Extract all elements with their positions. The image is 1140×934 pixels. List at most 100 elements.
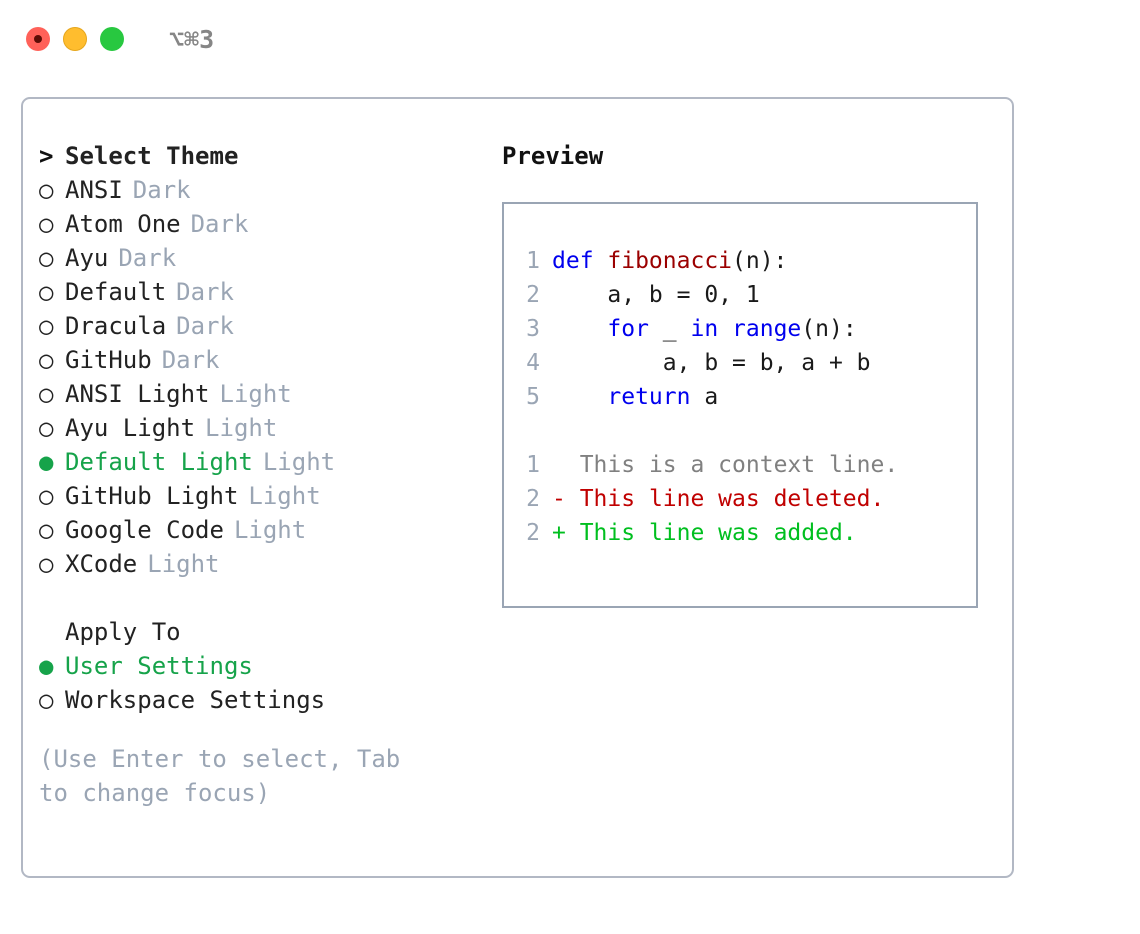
code-token-pn: (n): xyxy=(732,248,788,274)
radio-unselected-icon: ○ xyxy=(39,346,54,374)
diff-line: 2- This line was deleted. xyxy=(504,482,976,516)
radio-unselected-icon: ○ xyxy=(39,312,54,340)
diff-sign: + xyxy=(552,520,566,546)
keyboard-shortcut-label: ⌥⌘3 xyxy=(169,24,215,54)
theme-option-ansi[interactable]: ○ ANSI Dark xyxy=(39,176,489,210)
code-line-number: 2 xyxy=(526,282,540,308)
theme-variant-badge: Light xyxy=(205,414,278,442)
preview-title: Preview xyxy=(502,142,604,170)
diff-line: 1 This is a context line. xyxy=(504,448,976,482)
code-line: 5 return a xyxy=(504,380,976,414)
code-line-number: 3 xyxy=(526,316,540,342)
code-line-text: a, b = b, a + b xyxy=(552,346,871,380)
code-line: 3 for _ in range(n): xyxy=(504,312,976,346)
radio-selected-icon: ● xyxy=(39,652,54,680)
maximize-button[interactable] xyxy=(100,27,124,51)
code-token-pn xyxy=(552,316,607,342)
list-spacer xyxy=(39,584,489,618)
radio-unselected-icon: ○ xyxy=(39,550,54,578)
diff-line-text: This line was deleted. xyxy=(565,486,885,512)
code-line-text: for _ in range(n): xyxy=(552,312,857,346)
theme-option-label: GitHub xyxy=(65,346,152,374)
theme-option-label: ANSI Light xyxy=(65,380,210,408)
radio-unselected-icon: ○ xyxy=(39,414,54,442)
theme-option-label: Atom One xyxy=(65,210,181,238)
theme-option-label: Ayu Light xyxy=(65,414,196,442)
code-line-number: 1 xyxy=(526,248,540,274)
diff-sign xyxy=(552,448,566,482)
title-bar: ⌥⌘3 xyxy=(0,0,1140,78)
code-line-number: 4 xyxy=(526,350,540,376)
close-button[interactable] xyxy=(26,27,50,51)
apply-to-label: Apply To xyxy=(65,618,181,646)
diff-line-text: This line was added. xyxy=(565,520,857,546)
apply-to-header: Apply To xyxy=(39,618,489,652)
code-token-kw: return xyxy=(607,384,691,410)
diff-line: 2 + This line was added. xyxy=(504,516,976,550)
theme-option-label: Default xyxy=(65,278,167,306)
radio-unselected-icon: ○ xyxy=(39,176,54,204)
code-token-kw: for xyxy=(607,316,649,342)
code-line-text: return a xyxy=(552,380,718,414)
radio-unselected-icon: ○ xyxy=(39,516,54,544)
theme-variant-badge: Dark xyxy=(118,244,177,272)
theme-option-google-code[interactable]: ○ Google Code Light xyxy=(39,516,489,550)
theme-option-label: ANSI xyxy=(65,176,123,204)
window-controls xyxy=(26,27,124,51)
code-token-bi: range xyxy=(732,316,802,342)
theme-variant-badge: Light xyxy=(233,516,307,544)
theme-option-label: GitHub Light xyxy=(65,482,239,510)
radio-selected-icon: ● xyxy=(39,448,54,476)
code-token-fn: fibonacci xyxy=(607,248,733,274)
minimize-button[interactable] xyxy=(63,27,87,51)
select-theme-label: Select Theme xyxy=(65,142,239,170)
diff-line-number: 1 xyxy=(526,452,540,478)
radio-unselected-icon: ○ xyxy=(39,686,54,714)
apply-to-option-workspace-settings[interactable]: ○Workspace Settings xyxy=(39,686,489,720)
theme-option-label: Dracula xyxy=(65,312,167,340)
theme-variant-badge: Light xyxy=(219,380,292,408)
theme-option-xcode[interactable]: ○ XCode Light xyxy=(39,550,489,584)
code-token-pn: a xyxy=(690,384,719,410)
code-token-pn xyxy=(552,384,607,410)
code-token-pn: (n): xyxy=(801,316,857,342)
code-token-pn: a, b = 0, 1 xyxy=(552,282,760,308)
radio-unselected-icon: ○ xyxy=(39,244,54,272)
diff-line-number: 2 xyxy=(526,520,540,546)
cursor-icon: > xyxy=(39,142,54,170)
theme-variant-badge: Light xyxy=(248,482,321,510)
theme-variant-badge: Dark xyxy=(176,312,234,340)
apply-to-option-list: ● User Settings ○Workspace Settings xyxy=(39,652,489,720)
apply-to-option-user-settings[interactable]: ● User Settings xyxy=(39,652,489,686)
theme-option-ayu-light[interactable]: ○ Ayu Light Light xyxy=(39,414,489,448)
theme-variant-badge: Light xyxy=(147,550,220,578)
theme-variant-badge: Dark xyxy=(132,176,191,204)
select-theme-header: > Select Theme xyxy=(39,142,489,176)
theme-option-label: Default Light xyxy=(65,448,253,476)
code-line: 4 a, b = b, a + b xyxy=(504,346,976,380)
code-line: 2 a, b = 0, 1 xyxy=(504,278,976,312)
radio-unselected-icon: ○ xyxy=(39,278,54,306)
theme-variant-badge: Dark xyxy=(190,210,249,238)
theme-option-label: Google Code xyxy=(65,516,224,544)
theme-option-ansi-light[interactable]: ○ ANSI Light Light xyxy=(39,380,489,414)
theme-option-label: XCode xyxy=(65,550,138,578)
radio-unselected-icon: ○ xyxy=(39,380,54,408)
code-line-number: 5 xyxy=(526,384,540,410)
code-line-text: def fibonacci(n): xyxy=(552,244,787,278)
theme-option-dracula[interactable]: ○ Dracula Dark xyxy=(39,312,489,346)
code-token-kw: def xyxy=(552,248,608,274)
apply-to-option-label: User Settings xyxy=(65,652,253,680)
